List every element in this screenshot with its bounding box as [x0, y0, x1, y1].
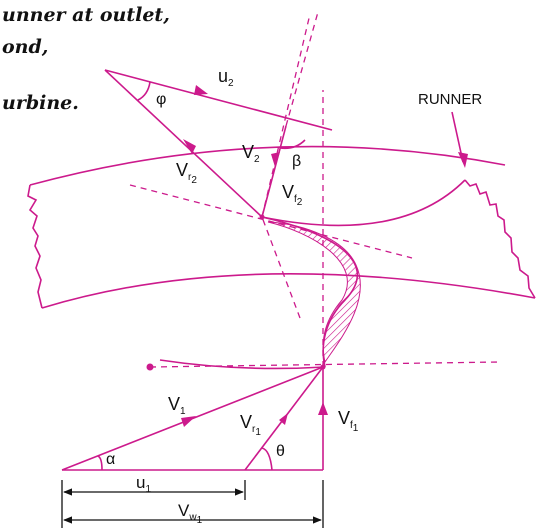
vf1-arrowhead [318, 402, 328, 415]
inlet-tangent-line [149, 361, 501, 368]
v1-arrowhead [181, 416, 196, 427]
caption-line-3: urbine. [2, 92, 79, 114]
outlet-v2-line [261, 125, 287, 218]
caption-line-2: ond, [2, 36, 49, 58]
blade-curve [261, 216, 359, 368]
vr1-arrowhead [279, 413, 288, 425]
v1-label: V1 [168, 394, 186, 417]
vf1-label: Vf1 [338, 408, 359, 434]
runner-lower-surface [159, 359, 326, 370]
u1-label: u1 [136, 473, 151, 495]
phi-label: φ [156, 91, 166, 108]
runner-leader-head [458, 152, 468, 168]
outlet-blade-extension [261, 13, 311, 218]
theta-label: θ [276, 443, 285, 460]
runner-outer-arc [29, 145, 506, 186]
theta-angle-arc [261, 447, 273, 471]
outlet-tangent-line [129, 184, 413, 259]
vr2-label: Vr2 [176, 160, 197, 186]
runner-right-surface [261, 179, 466, 227]
vw1-label: Vw1 [178, 501, 203, 526]
beta-angle-arc [279, 139, 306, 150]
runner-left-edge [27, 184, 43, 309]
hatched-blade [267, 221, 361, 364]
v2-arrowhead [271, 152, 280, 167]
inlet-point-left [146, 363, 154, 371]
inlet-point [320, 364, 326, 370]
runner-inner-arc [41, 273, 536, 309]
runner-label: RUNNER [418, 91, 482, 108]
alpha-label: α [106, 451, 115, 468]
v2-label: V2 [242, 142, 260, 165]
alpha-angle-arc [97, 455, 103, 471]
outlet-u2-line [104, 69, 333, 131]
beta-label: β [292, 153, 301, 170]
u2-label: u2 [218, 66, 234, 89]
vr1-label: Vr1 [240, 412, 261, 438]
outlet-vr2-line [104, 69, 263, 218]
runner-right-edge [464, 179, 536, 299]
vr2-arrowhead [183, 139, 196, 154]
blade-inlet-direction [261, 216, 301, 319]
caption-line-1: unner at outlet, [2, 4, 170, 26]
vf2-label: Vf2 [282, 182, 303, 208]
phi-angle-arc [137, 81, 151, 101]
outlet-point [259, 214, 265, 220]
outlet-v2-extension [285, 11, 319, 127]
u2-arrowhead [194, 85, 208, 95]
